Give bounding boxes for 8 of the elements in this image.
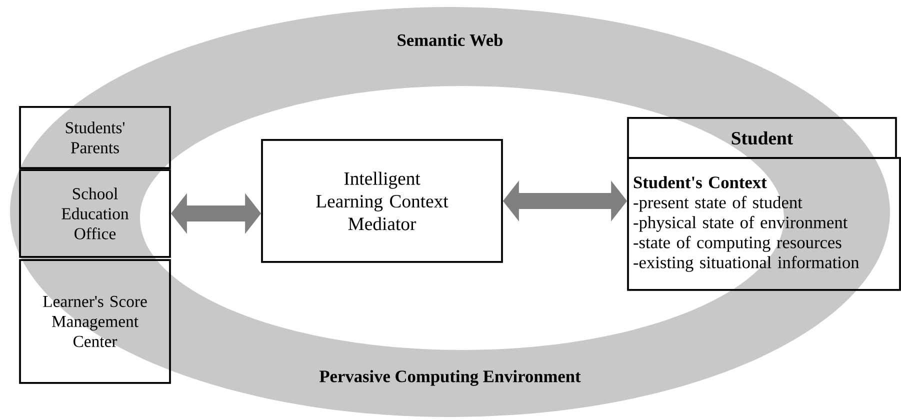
info-box: Students' Parents <box>19 106 171 169</box>
context-box: Student's Context -present state of student -physical state of environment -state of computing resources -existing situational information <box>627 157 901 291</box>
mediator-box: Intelligent Learning Context Mediator <box>261 139 503 263</box>
student-box: Student <box>627 117 897 159</box>
info-box: Learner's Score Management Center <box>19 259 171 384</box>
band-label: Semantic Web <box>398 34 502 46</box>
info-box: School Education Office <box>19 169 171 258</box>
band-label: Pervasive Computing Environment <box>320 370 581 386</box>
